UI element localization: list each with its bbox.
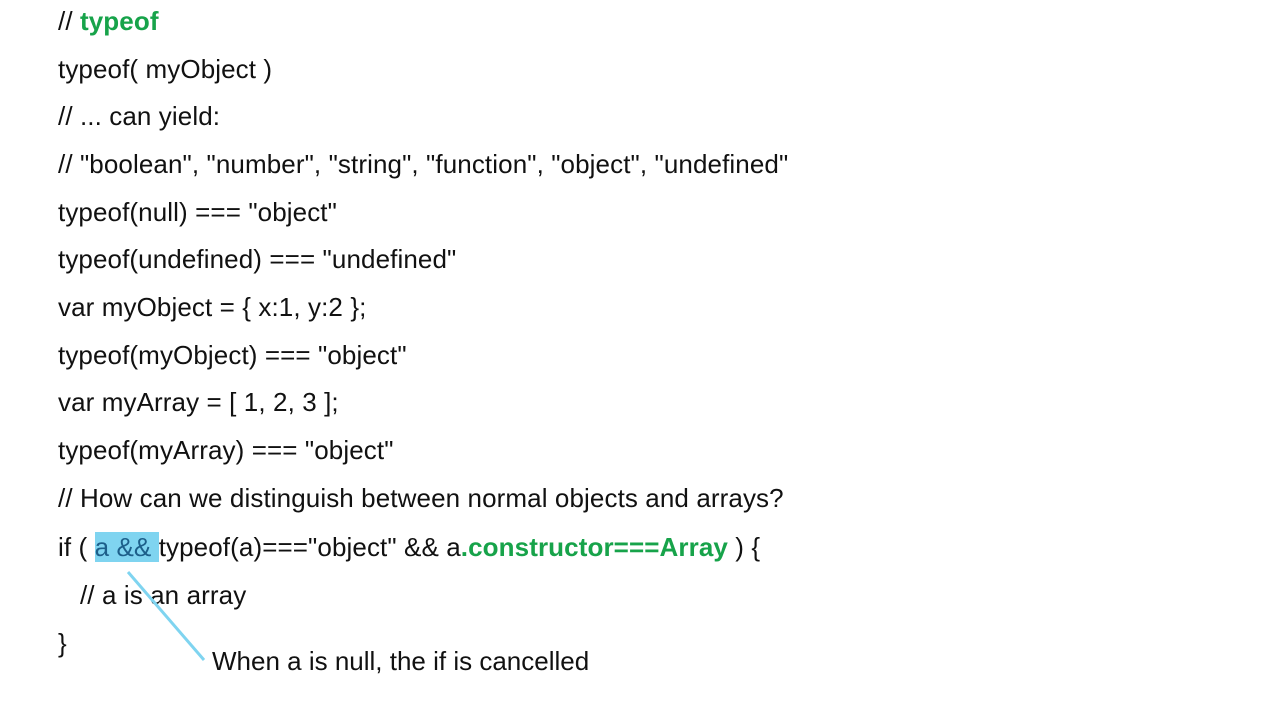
code-line: // ... can yield: <box>58 101 221 131</box>
null-guard-highlight: a && <box>94 532 159 562</box>
code-line: typeof(myObject) === "object" <box>58 340 407 370</box>
typeof-check: typeof(a)==="object" && a <box>158 532 461 562</box>
callout-note: When a is null, the if is cancelled <box>212 646 590 676</box>
code-line: typeof(null) === "object" <box>58 197 337 227</box>
typeof-keyword: typeof <box>79 6 159 36</box>
code-line: typeof(myArray) === "object" <box>58 435 394 465</box>
code-line: // "boolean", "number", "string", "funct… <box>58 149 789 179</box>
code-line: var myArray = [ 1, 2, 3 ]; <box>58 387 339 417</box>
code-line: // How can we distinguish between normal… <box>58 483 784 513</box>
comment-prefix: // <box>58 6 80 36</box>
code-line: typeof(undefined) === "undefined" <box>58 244 457 274</box>
code-line: var myObject = { x:1, y:2 }; <box>58 292 367 322</box>
constructor-check: .constructor===Array <box>460 532 728 562</box>
code-line: // a is an array <box>58 580 247 610</box>
code-line-typeof-heading: // typeof <box>58 4 159 38</box>
code-line-if-statement: if ( a && typeof(a)==="object" && a.cons… <box>58 530 760 564</box>
if-close: ) { <box>727 532 761 562</box>
code-line: typeof( myObject ) <box>58 54 273 84</box>
code-line: } <box>58 628 67 658</box>
if-open: if ( <box>58 532 95 562</box>
